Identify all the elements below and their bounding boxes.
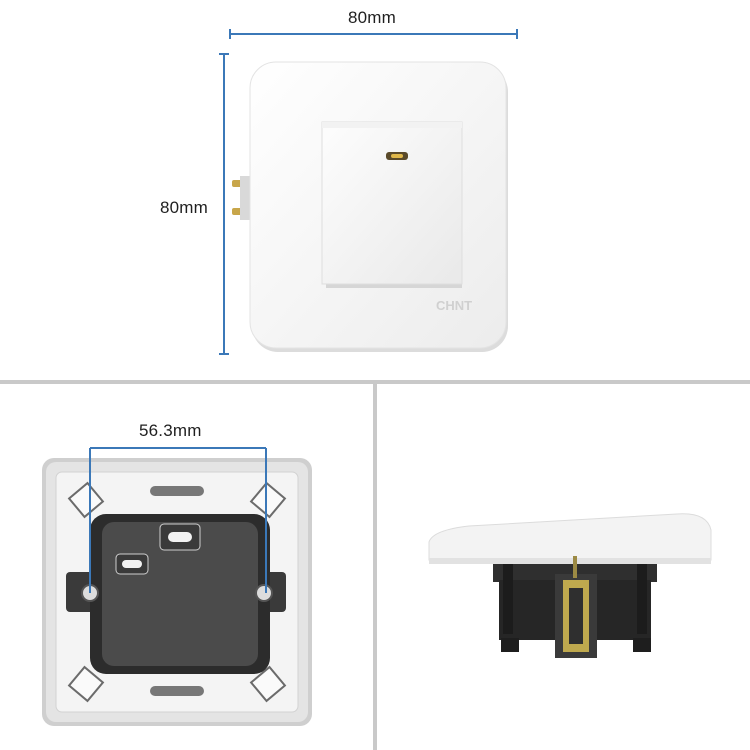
horizontal-divider: [0, 380, 750, 384]
spacing-dimension-label: 56.3mm: [139, 421, 202, 440]
terminal-block: [555, 556, 597, 658]
height-dimension-label: 80mm: [160, 198, 209, 217]
rocker-switch: [321, 121, 463, 288]
corner-clips: [67, 481, 287, 703]
height-dimension-line: [219, 53, 229, 355]
back-view-illustration: [42, 447, 312, 726]
side-view-panel: [377, 384, 750, 750]
switch-module: [90, 514, 270, 674]
side-view-illustration: [428, 513, 712, 658]
spacing-dimension-line: [89, 447, 267, 593]
vertical-divider: [373, 384, 377, 750]
width-dimension-line: [229, 29, 518, 39]
brand-mark: CHNT: [436, 298, 472, 313]
plate-profile: [428, 513, 712, 564]
back-view-panel: 56.3mm: [0, 384, 373, 750]
front-view-illustration: CHNT: [219, 29, 518, 355]
front-view-panel: CHNT 80mm 80mm: [160, 8, 518, 355]
terminal-pins: [232, 176, 252, 220]
width-dimension-label: 80mm: [348, 8, 397, 27]
